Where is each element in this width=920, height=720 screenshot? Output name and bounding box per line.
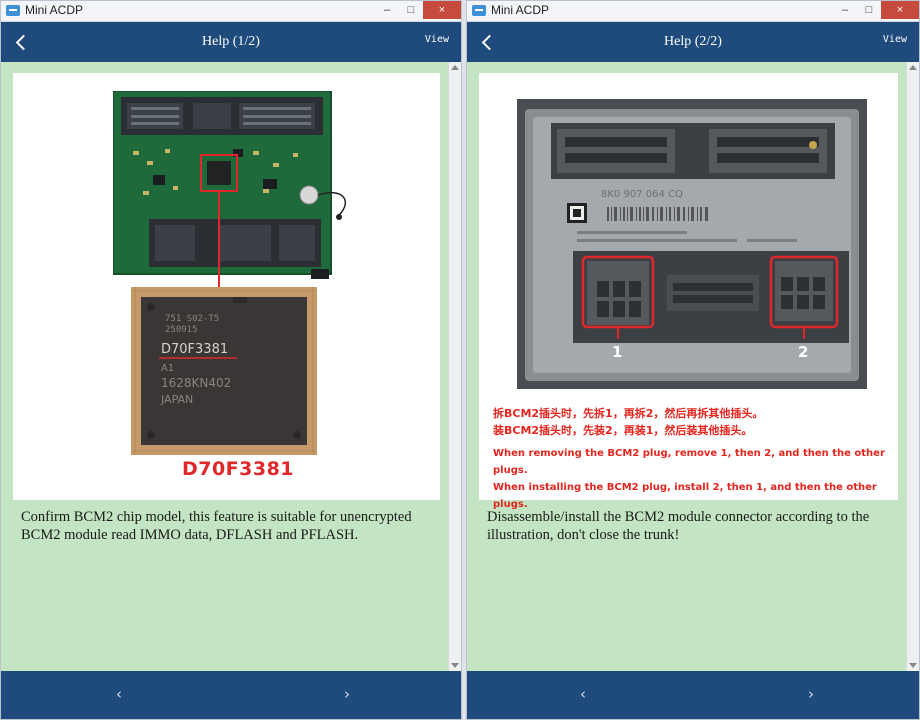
title-bar: Mini ACDP – □ × <box>1 1 461 22</box>
note-en-remove: When removing the BCM2 plug, remove 1, t… <box>493 448 885 476</box>
pcb-illustration: 751 S02-T5 250915 D70F3381 A1 1628KN402 … <box>112 90 363 491</box>
app-header: Help (2/2) View <box>467 22 919 62</box>
chip-model-label: D70F3381 <box>181 458 295 480</box>
prev-page-button[interactable]: ‹ <box>116 685 122 703</box>
next-page-button[interactable]: › <box>808 685 814 703</box>
page-title: Help (2/2) <box>664 34 722 49</box>
window-controls: – □ × <box>833 1 919 21</box>
connector-marker-2: 2 <box>798 343 808 361</box>
chip-print-line-4: A1 <box>161 363 174 374</box>
illustration-panel: 751 S02-T5 250915 D70F3381 A1 1628KN402 … <box>13 73 440 500</box>
chip-print-line-1: 751 S02-T5 <box>165 314 219 324</box>
window-controls: – □ × <box>375 1 461 21</box>
close-button[interactable]: × <box>423 1 461 19</box>
maximize-button[interactable]: □ <box>865 4 873 16</box>
bottom-nav: ‹ › <box>467 671 919 719</box>
help-content: 8K0 907 064 CQ <box>467 62 907 671</box>
scroll-up-icon[interactable] <box>909 65 917 70</box>
close-button[interactable]: × <box>881 1 919 19</box>
help-window-2: Mini ACDP – □ × Help (2/2) View <box>466 0 920 720</box>
scroll-down-icon[interactable] <box>909 663 917 668</box>
title-bar: Mini ACDP – □ × <box>467 1 919 22</box>
vertical-scrollbar[interactable] <box>906 62 919 671</box>
minimize-button[interactable]: – <box>841 4 849 16</box>
connector-marker-1: 1 <box>612 343 622 361</box>
bottom-nav: ‹ › <box>1 671 461 719</box>
chip-print-line-5: 1628KN402 <box>161 376 231 390</box>
vertical-scrollbar[interactable] <box>448 62 461 671</box>
page-title: Help (1/2) <box>202 34 260 49</box>
instruction-notes: 拆BCM2插头时，先拆1，再拆2，然后再拆其他插头。 装BCM2插头时，先装2，… <box>493 405 888 513</box>
minimize-button[interactable]: – <box>383 4 391 16</box>
app-icon <box>472 5 486 16</box>
help-content: 751 S02-T5 250915 D70F3381 A1 1628KN402 … <box>1 62 449 671</box>
help-description: Disassemble/install the BCM2 module conn… <box>487 509 870 543</box>
app-header: Help (1/2) View <box>1 22 461 62</box>
note-cn-remove: 拆BCM2插头时，先拆1，再拆2，然后再拆其他插头。 <box>493 407 764 420</box>
note-en-install: When installing the BCM2 plug, install 2… <box>493 482 877 510</box>
window-title: Mini ACDP <box>491 3 550 17</box>
illustration-panel: 8K0 907 064 CQ <box>479 73 898 510</box>
scroll-down-icon[interactable] <box>451 663 459 668</box>
bcm2-module-illustration: 8K0 907 064 CQ <box>517 99 867 389</box>
chip-print-line-6: JAPAN <box>160 393 193 406</box>
chip-print-line-2: 250915 <box>165 325 198 335</box>
window-title: Mini ACDP <box>25 3 84 17</box>
help-window-1: Mini ACDP – □ × Help (1/2) View <box>0 0 462 720</box>
help-description: Confirm BCM2 chip model, this feature is… <box>21 509 412 543</box>
view-button[interactable]: View <box>882 34 907 45</box>
view-button[interactable]: View <box>424 34 449 45</box>
maximize-button[interactable]: □ <box>407 4 415 16</box>
prev-page-button[interactable]: ‹ <box>580 685 586 703</box>
app-icon <box>6 5 20 16</box>
note-cn-install: 装BCM2插头时，先装2，再装1，然后装其他插头。 <box>493 424 753 437</box>
part-number-print: 8K0 907 064 CQ <box>601 189 683 200</box>
chip-print-model: D70F3381 <box>161 342 228 357</box>
scroll-up-icon[interactable] <box>451 65 459 70</box>
next-page-button[interactable]: › <box>344 685 350 703</box>
